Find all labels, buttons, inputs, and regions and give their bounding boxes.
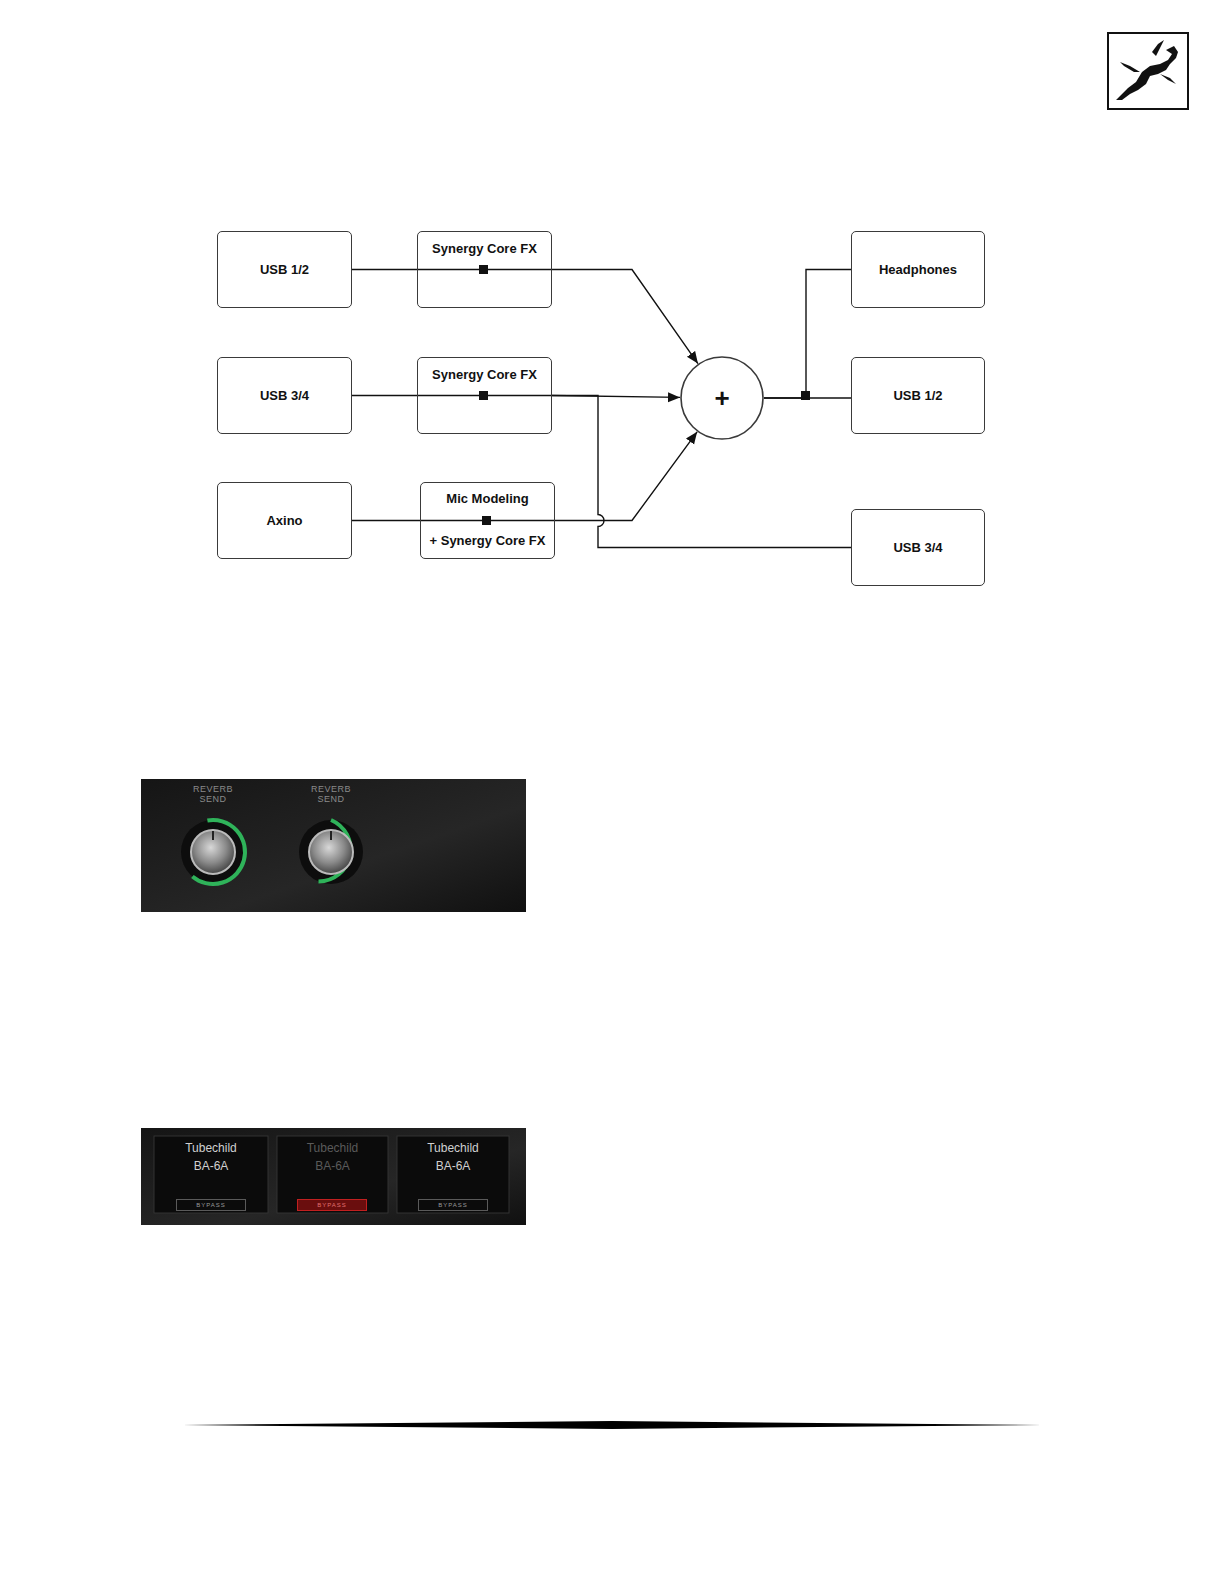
plugin-tile [277, 1136, 388, 1213]
plugin-name: Tubechild [397, 1141, 509, 1155]
screenshot-panel [141, 779, 526, 912]
screenshot-panel [141, 1128, 526, 1225]
signal-wire [352, 395, 417, 396]
bypass-button: BYPASS [176, 1199, 246, 1211]
circle-shape [681, 357, 763, 439]
bypass-button: BYPASS [418, 1199, 488, 1211]
plugin-name: Tubechild [277, 1141, 388, 1155]
node-text: Synergy Core FX [432, 241, 537, 257]
output-box: USB 3/4 [851, 509, 985, 586]
output-box: Headphones [851, 231, 985, 308]
plugin-tile [154, 1136, 268, 1213]
logo-gazelle [1116, 40, 1178, 100]
signal-wire [352, 269, 417, 270]
logo-frame [1108, 33, 1188, 109]
junction-dot [801, 391, 810, 400]
knob [181, 820, 245, 884]
signal-wire [764, 270, 851, 399]
effect-box: Mic Modeling + Synergy Core FX [420, 482, 555, 559]
node-text: Axino [266, 513, 302, 529]
junction-dot [482, 516, 491, 525]
bypass-button: BYPASS [297, 1199, 367, 1211]
knob-pointer [330, 831, 332, 840]
knob-well [181, 820, 245, 884]
knob-label: REVERB SEND [306, 784, 356, 804]
signal-wire [555, 432, 697, 521]
knob-cap [191, 830, 235, 874]
plugin-model: BA-6A [154, 1159, 268, 1173]
effect-box: Synergy Core FX [417, 231, 552, 308]
node-text: Synergy Core FX [432, 367, 537, 383]
node-text: Headphones [879, 262, 957, 278]
node-text: Mic Modeling [446, 491, 528, 507]
output-box: USB 1/2 [851, 357, 985, 434]
node-text: USB 3/4 [893, 540, 942, 556]
node-text: + Synergy Core FX [430, 533, 546, 549]
mixer-sum: + [680, 356, 764, 440]
junction-dot [479, 391, 488, 400]
signal-wire [552, 396, 680, 398]
junction-dot [479, 265, 488, 274]
knob-cap [309, 830, 353, 874]
plugin-name: Tubechild [154, 1141, 268, 1155]
effect-box: Synergy Core FX [417, 357, 552, 434]
plugin-tile [397, 1136, 509, 1213]
source-box: USB 1/2 [217, 231, 352, 308]
plugin-model: BA-6A [397, 1159, 509, 1173]
footer-rule [182, 1421, 1042, 1429]
node-text: USB 1/2 [260, 262, 309, 278]
source-box: Axino [217, 482, 352, 559]
knob-pointer [212, 831, 214, 840]
signal-wire [352, 520, 420, 521]
signal-wire [764, 397, 851, 398]
source-box: USB 3/4 [217, 357, 352, 434]
node-text: USB 1/2 [893, 388, 942, 404]
knob [299, 820, 363, 884]
node-text: USB 3/4 [260, 388, 309, 404]
operator-symbol: + [714, 385, 729, 411]
knob-well [299, 820, 363, 884]
knob-label: REVERB SEND [188, 784, 238, 804]
plugin-model: BA-6A [277, 1159, 388, 1173]
signal-wire [552, 396, 851, 548]
signal-wire [552, 270, 698, 364]
